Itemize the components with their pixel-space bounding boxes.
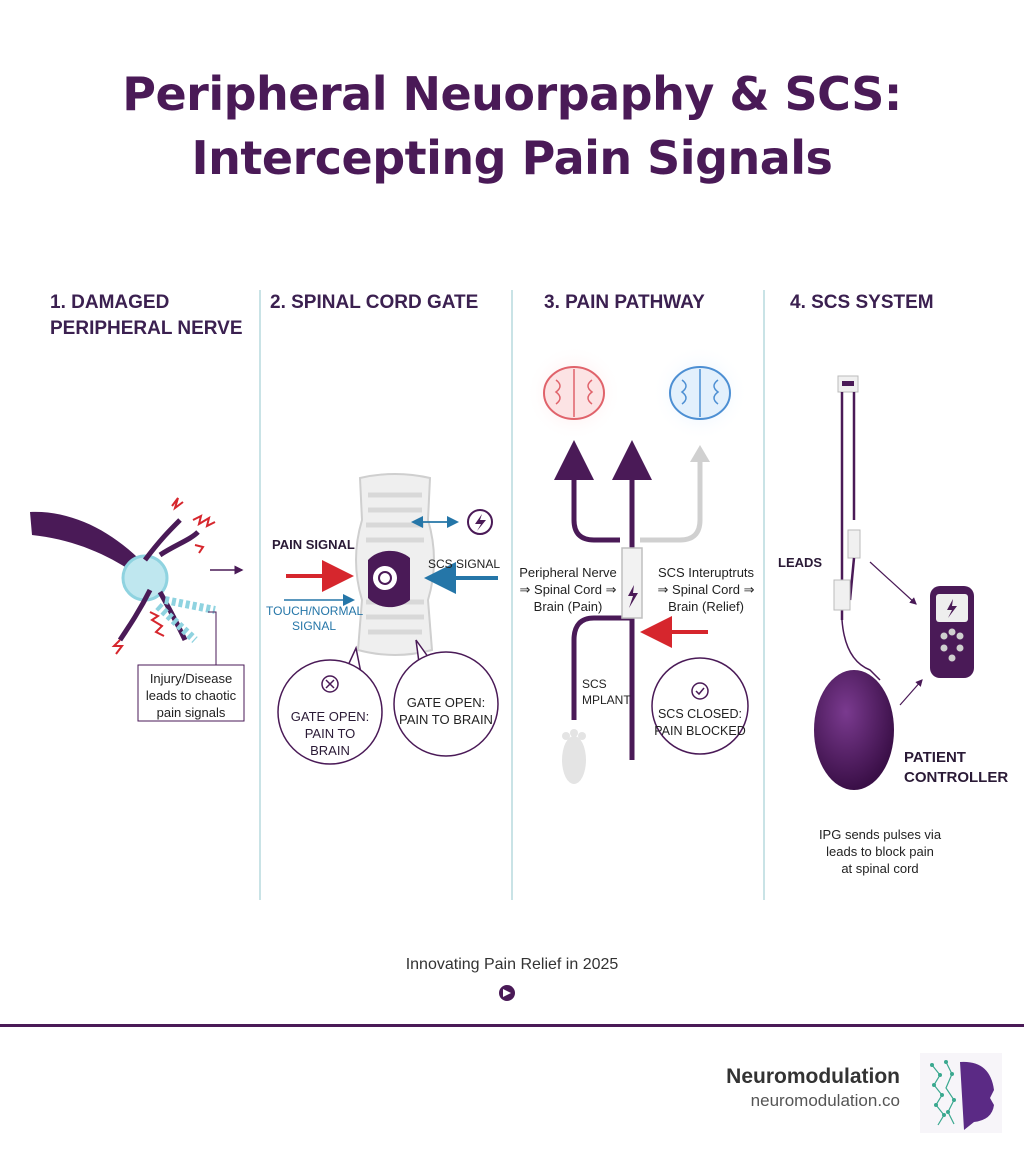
heading-line: PERIPHERAL NERVE: [50, 318, 243, 339]
callout-line: leads to chaotic: [145, 688, 237, 703]
touch-signal-label: TOUCH/NORMAL SIGNAL: [266, 604, 364, 634]
pathway-line: SCS Interuptruts: [657, 565, 755, 580]
callout-line: pain signals: [156, 705, 226, 720]
closed-line: SCS CLOSED:: [657, 707, 743, 721]
bubble-right-text: GATE OPEN: PAIN TO BRAIN: [398, 694, 494, 728]
brand-logo-icon: [920, 1053, 1002, 1133]
footer-logo-icon: [499, 985, 515, 1001]
scs-closed-bubble: [651, 657, 749, 755]
column-heading-damaged-nerve: 1. DAMAGED PERIPHERAL NERVE: [50, 290, 243, 342]
controller-line: CONTROLLER: [904, 769, 1009, 786]
column-divider-1: [259, 290, 261, 900]
leads-label: LEADS: [778, 555, 823, 570]
pathway-line: Brain (Relief): [668, 599, 744, 614]
bubble-left: [277, 659, 383, 765]
patient-controller-label: PATIENT CONTROLLER: [904, 748, 1008, 788]
bubble-line: GATE OPEN:: [290, 709, 370, 724]
heading-line: 1. DAMAGED: [50, 292, 170, 313]
spinal-cord-illustration: [277, 473, 499, 765]
check-circle-icon: [691, 682, 709, 700]
brand-name: Neuromodulation: [726, 1065, 900, 1088]
panel1-callout: Injury/Disease leads to chaotic pain sig…: [138, 670, 244, 721]
desc-line: leads to block pain: [826, 844, 934, 859]
ipg-description: IPG sends pulses via leads to block pain…: [800, 826, 960, 877]
closed-line: PAIN BLOCKED: [654, 724, 746, 738]
foot-icon: [562, 736, 586, 784]
ipg-device: [814, 670, 894, 790]
bubble-line: PAIN TO BRAIN: [399, 712, 493, 727]
column-heading-pain-pathway: 3. PAIN PATHWAY: [544, 290, 705, 316]
column-heading-spinal-gate: 2. SPINAL CORD GATE: [270, 290, 478, 316]
footer-divider: [0, 1024, 1024, 1027]
panel1-callout-box: [137, 664, 245, 722]
damaged-nerve-illustration: [30, 497, 245, 722]
controller-line: PATIENT: [904, 749, 966, 766]
pain-signal-label: PAIN SIGNAL: [272, 537, 355, 552]
pathway-line: ⇒ Spinal Cord ⇒: [519, 582, 617, 597]
brand-url[interactable]: neuromodulation.co: [750, 1091, 900, 1110]
pathway-left-text: Peripheral Nerve ⇒ Spinal Cord ⇒ Brain (…: [514, 564, 622, 615]
pain-pathway-illustration: [526, 345, 749, 784]
desc-line: IPG sends pulses via: [818, 827, 942, 842]
bubble-right: [393, 651, 499, 757]
page-title: Peripheral Neuorpaphy & SCS: Interceptin…: [0, 62, 1024, 190]
column-heading-scs-system: 4. SCS SYSTEM: [790, 290, 934, 316]
implant-line: SCS: [582, 677, 607, 691]
footer-tagline: Innovating Pain Relief in 2025: [405, 956, 619, 973]
heading-line: 3. PAIN PATHWAY: [544, 292, 705, 313]
bubble-line: GATE OPEN:: [406, 695, 486, 710]
touch-line: TOUCH/NORMAL: [266, 604, 364, 618]
touch-line: SIGNAL: [291, 619, 336, 633]
pathway-line: Brain (Pain): [533, 599, 603, 614]
heading-line: 2. SPINAL CORD GATE: [270, 292, 479, 313]
bubble-left-text: GATE OPEN: PAIN TO BRAIN: [284, 708, 376, 759]
bubble-line: PAIN TO BRAIN: [304, 726, 356, 758]
implant-line: MPLANT: [582, 693, 631, 707]
x-circle-icon: [321, 675, 339, 693]
scs-system-illustration: [814, 375, 974, 790]
title-line-2: Intercepting Pain Signals: [191, 131, 833, 185]
scs-implant-label: SCS MPLANT: [582, 676, 631, 708]
column-divider-3: [763, 290, 765, 900]
pathway-line: ⇒ Spinal Cord ⇒: [657, 582, 755, 597]
scs-signal-label: SCS SIGNAL: [428, 557, 501, 571]
scs-closed-text: SCS CLOSED: PAIN BLOCKED: [652, 706, 748, 740]
title-line-1: Peripheral Neuorpaphy & SCS:: [122, 67, 902, 121]
pathway-line: Peripheral Nerve: [519, 565, 617, 580]
desc-line: at spinal cord: [841, 861, 919, 876]
column-divider-2: [511, 290, 513, 900]
pathway-right-text: SCS Interuptruts ⇒ Spinal Cord ⇒ Brain (…: [650, 564, 762, 615]
callout-line: Injury/Disease: [149, 671, 233, 686]
heading-line: 4. SCS SYSTEM: [790, 292, 934, 313]
